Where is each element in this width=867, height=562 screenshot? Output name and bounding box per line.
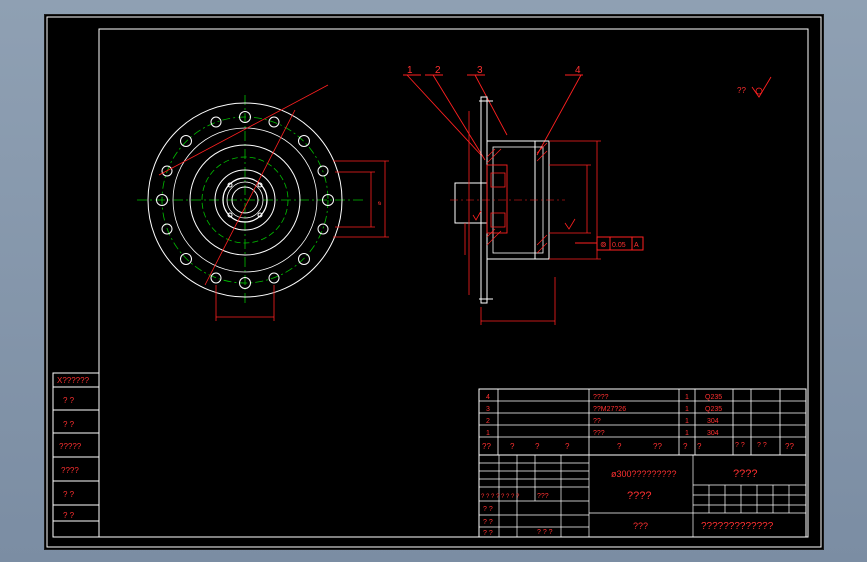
hub-body [454,182,488,224]
part-name: ??M27?26 [593,406,626,413]
parts-header: ? [697,442,702,451]
sign-row: ? ? [483,519,493,526]
parts-header: ? ? [735,442,745,449]
strip-label: ????? [59,442,82,451]
strip-label: ? ? [63,396,75,405]
strip-label: ? ? [63,420,75,429]
parts-header: ?? [653,442,662,451]
sign-row: ? ? [483,506,493,513]
company-name: ????????????? [701,521,774,532]
part-no: 3 [486,406,490,413]
roughness-marks [472,210,576,230]
title-block: ø300????????? ???? ??? ???? ????????????… [478,454,807,538]
dim-label: ⌀ [377,201,383,205]
sign-row: ? ? ? ? ? ? ? ? [481,494,520,500]
strip-label: ???? [61,466,79,475]
tolerance-value: 0.05 [612,242,626,249]
part-material: 304 [707,418,719,425]
balloon-number: 1 [407,65,413,76]
tolerance-frame: ⊚ 0.05 A [575,236,644,251]
roughness-note: ?? [737,76,772,98]
balloon-number: 3 [477,65,483,76]
strip-label: ? ? [63,511,75,520]
sheet-inner-border [98,28,809,538]
part-qty: 1 [685,418,689,425]
sign-mid: ??? [537,493,549,500]
part-no: 1 [486,430,490,437]
part-material: Q235 [705,394,722,401]
sign-bottom: ? ? ? [537,529,553,536]
balloon-number: 2 [435,65,441,76]
product-name: ø300????????? [611,469,677,479]
front-dimensions [158,84,389,321]
part-material: Q235 [705,406,722,413]
svg-text:??: ?? [737,86,746,95]
part-no: 4 [486,394,490,401]
parts-list: 4 ???? 1 Q235 3 ??M27?26 1 Q235 2 ?? 1 3… [478,388,807,456]
part-name: ?? [593,418,601,425]
tolerance-symbol: ⊚ [600,240,607,249]
part-no: 2 [486,418,490,425]
parts-header: ? [565,442,570,451]
drawing-viewport[interactable]: X?????? ? ? ? ? ????? ???? ? ? ? ? [44,14,824,550]
side-dimensions [464,111,601,325]
strip-label: ? ? [63,490,75,499]
tolerance-datum: A [634,242,639,249]
part-name: ??? [593,430,605,437]
section-hatch [486,142,548,254]
part-qty: 1 [685,394,689,401]
part-qty: 1 [685,430,689,437]
balloon-number: 4 [575,65,581,76]
part-qty: 1 [685,406,689,413]
scale-label: ???? [733,468,757,480]
part-material: 304 [707,430,719,437]
sign-row: ? ? [483,530,493,537]
strip-label: X?????? [57,376,90,385]
flange-outer-circle [147,102,343,298]
unit-label: ??? [633,521,648,531]
parts-header: ? ? [757,442,767,449]
bolt-holes [156,111,334,289]
bolt-circle [161,116,329,284]
parts-header: ?? [482,442,491,451]
parts-header: ? [535,442,540,451]
parts-header: ? [683,442,688,451]
front-view: ⌀ [137,84,389,321]
drawing-name: ???? [627,490,651,502]
left-title-strip: X?????? ? ? ? ? ????? ???? ? ? ? ? [52,372,100,538]
parts-header: ? [617,442,622,451]
parts-header: ? [510,442,515,451]
parts-header: ?? [785,442,794,451]
cad-drawing: X?????? ? ? ? ? ????? ???? ? ? ? ? [46,16,822,548]
side-view: 1 2 3 4 [403,65,644,325]
sheet-outer-frame [46,16,822,548]
part-name: ???? [593,394,609,401]
